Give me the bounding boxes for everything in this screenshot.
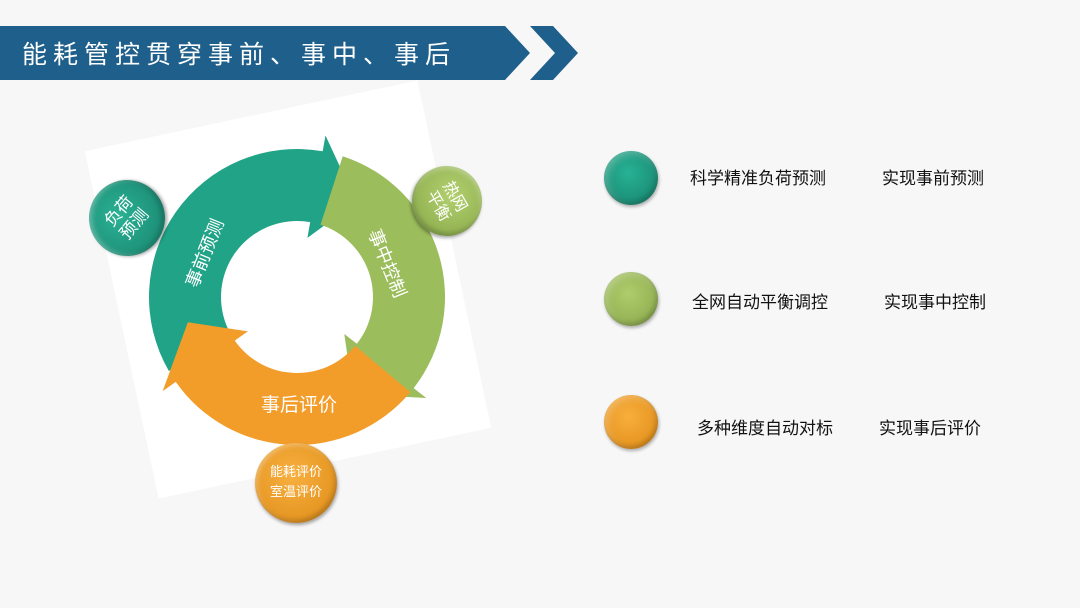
segment-before <box>149 135 357 371</box>
bullet-teal <box>604 151 658 205</box>
row-3-left: 多种维度自动对标 <box>697 419 833 439</box>
segment-during <box>320 156 445 398</box>
bullet-orange <box>604 395 658 449</box>
banner-arrow <box>0 26 530 80</box>
bubble-evaluation: 能耗评价室温评价 <box>255 443 337 523</box>
row-2-right: 实现事中控制 <box>884 293 986 313</box>
row-1-left: 科学精准负荷预测 <box>690 169 826 189</box>
row-1-right: 实现事前预测 <box>882 169 984 189</box>
bubble-line: 室温评价 <box>269 485 322 500</box>
row-2-left: 全网自动平衡调控 <box>692 293 828 313</box>
row-3-right: 实现事后评价 <box>879 419 981 439</box>
segment-after <box>162 322 411 445</box>
page-title: 能耗管控贯穿事前、事中、事后 <box>22 40 457 69</box>
title-banner <box>0 26 578 80</box>
bubble-line: 能耗评价 <box>269 465 322 480</box>
chevron-icon <box>530 26 578 80</box>
segment-label-after: 事后评价 <box>261 394 338 416</box>
bullet-green <box>604 272 658 326</box>
